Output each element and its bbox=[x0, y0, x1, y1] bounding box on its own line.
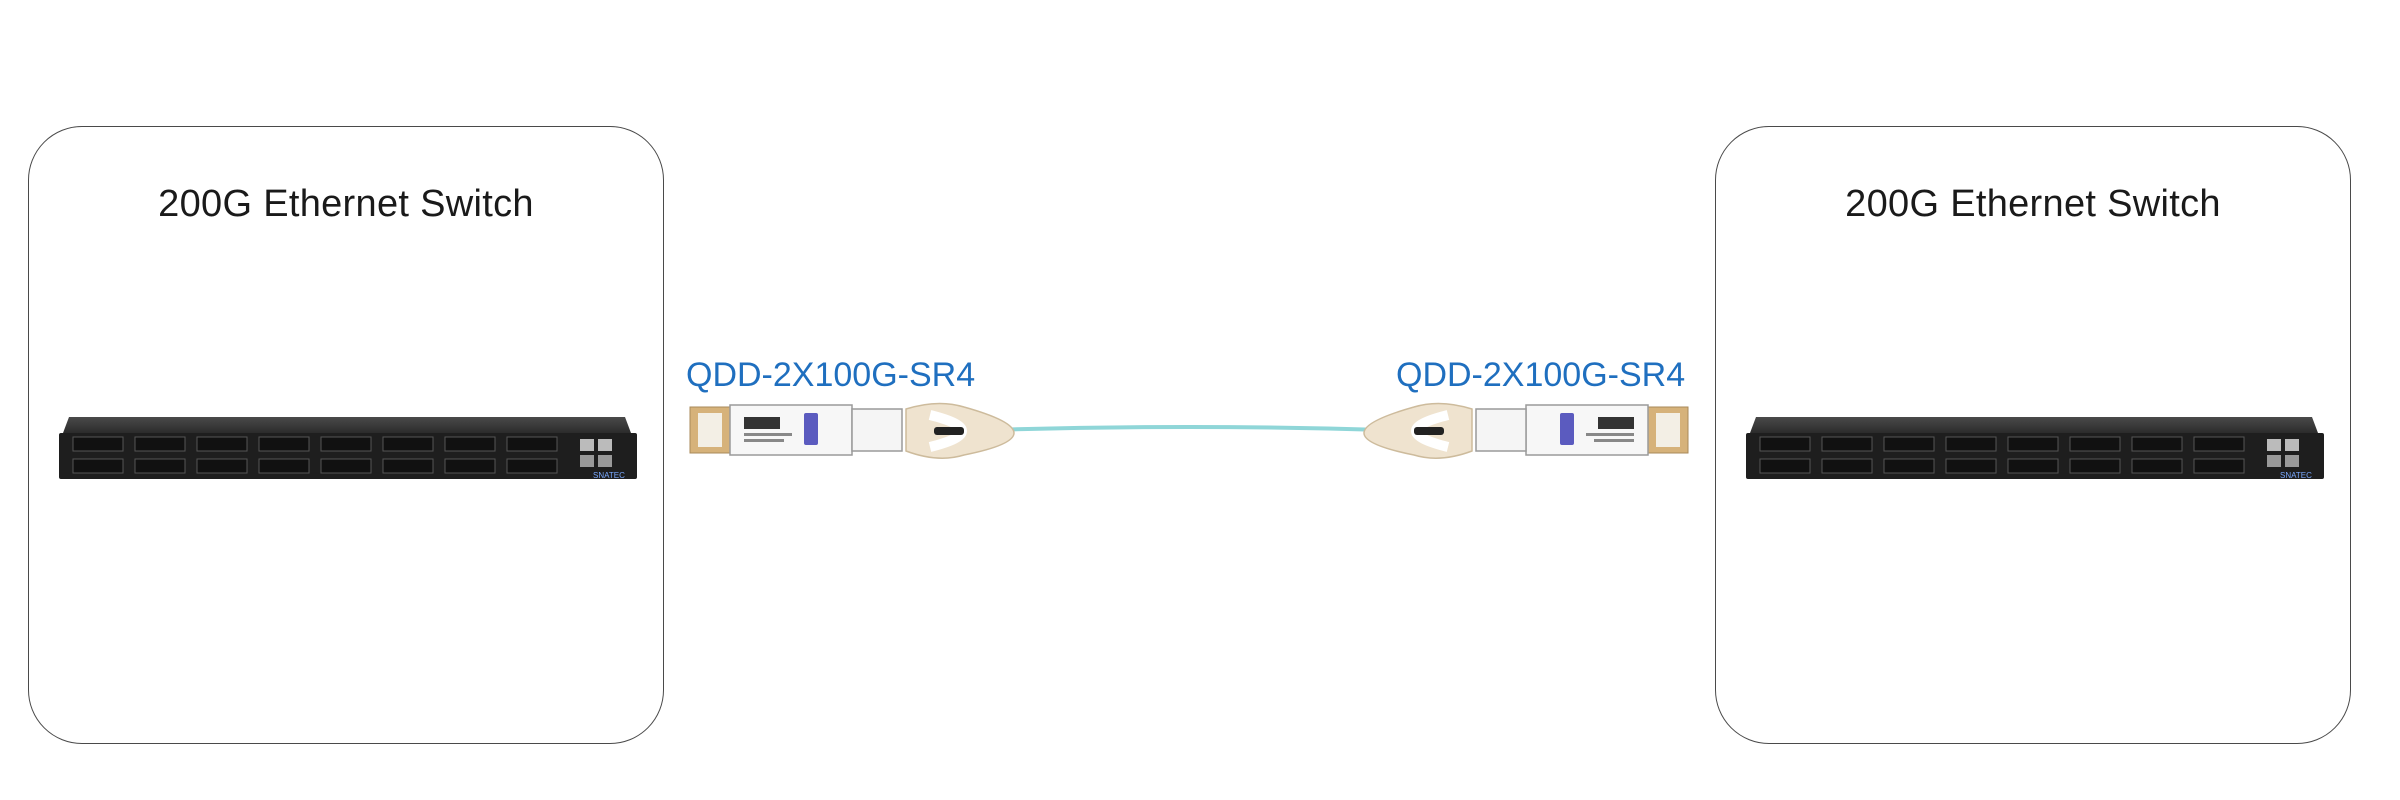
switch-panel-right: 200G Ethernet Switch SNATEC bbox=[1715, 126, 2351, 744]
switch-panel-left: 200G Ethernet Switch SNATEC bbox=[28, 126, 664, 744]
switch-title-right: 200G Ethernet Switch bbox=[1845, 183, 2221, 225]
switch-icon: SNATEC bbox=[1746, 417, 2324, 480]
transceiver-icon bbox=[689, 402, 1015, 459]
switch-brand-right: SNATEC bbox=[2280, 471, 2312, 480]
switch-icon: SNATEC bbox=[59, 417, 637, 480]
aoc-cable-diagram bbox=[689, 402, 1689, 459]
module-label-left: QDD-2X100G-SR4 bbox=[686, 356, 976, 394]
switch-brand-left: SNATEC bbox=[593, 471, 625, 480]
module-label-right: QDD-2X100G-SR4 bbox=[1396, 356, 1686, 394]
transceiver-icon bbox=[1363, 402, 1689, 459]
switch-title-left: 200G Ethernet Switch bbox=[158, 183, 534, 225]
